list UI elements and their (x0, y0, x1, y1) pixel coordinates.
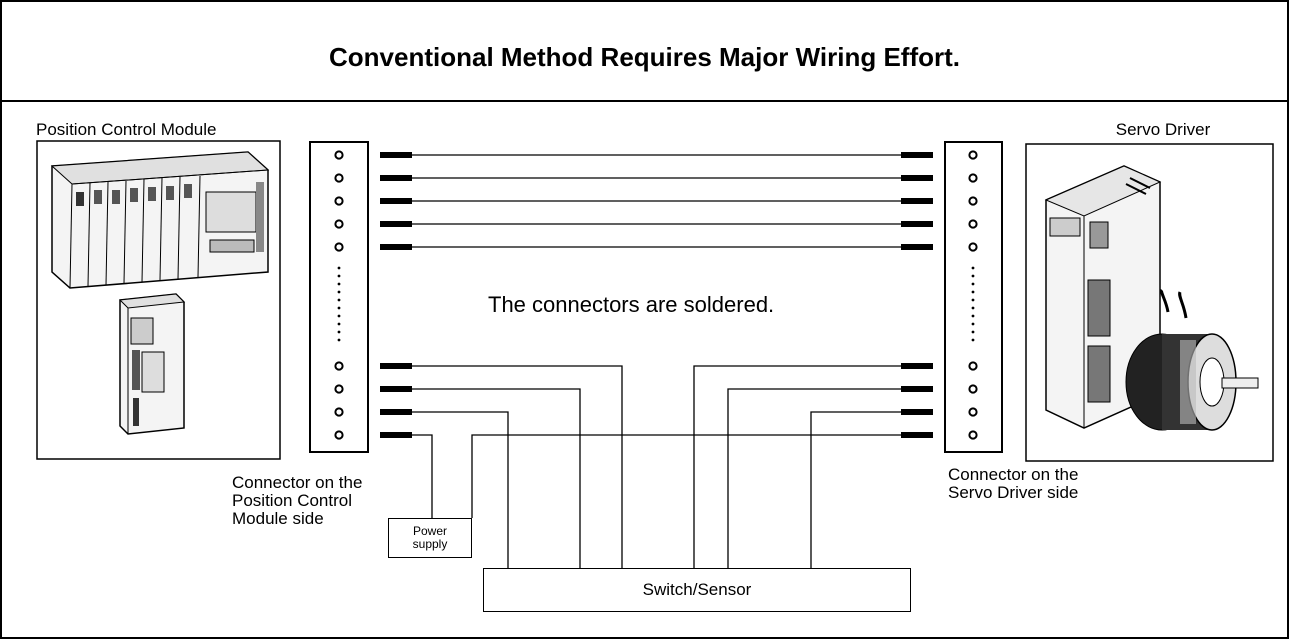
right-connector-label-line: Servo Driver side (948, 483, 1079, 502)
plc-module (118, 293, 186, 435)
solder-plug (380, 363, 412, 369)
right-terminal-pins (968, 150, 978, 440)
power-supply-label-line: Power (412, 524, 447, 538)
right-terminal-strip (944, 141, 1003, 453)
ellipsis-dot (337, 266, 341, 270)
ellipsis-dot (971, 314, 975, 318)
terminal-pin (968, 150, 978, 160)
terminal-pin (968, 430, 978, 440)
solder-plug (380, 432, 412, 438)
terminal-pin (968, 196, 978, 206)
solder-plug (380, 175, 412, 181)
routed-wire (693, 365, 901, 568)
ellipsis-dot (337, 274, 341, 278)
solder-plug (901, 198, 933, 204)
routed-wire (412, 434, 433, 518)
ellipsis-dot (971, 298, 975, 302)
diagram-title: Conventional Method Requires Major Wirin… (329, 42, 960, 72)
ellipsis-dot (971, 274, 975, 278)
ellipsis-dot (337, 290, 341, 294)
routed-wire (727, 388, 901, 568)
terminal-pin (334, 173, 344, 183)
switch-sensor-box: Switch/Sensor (483, 568, 911, 612)
solder-plug (901, 244, 933, 250)
solder-plug (901, 409, 933, 415)
servo-motor (1125, 288, 1259, 431)
ellipsis-dot (971, 282, 975, 286)
ellipsis-dot (337, 306, 341, 310)
ellipsis-dot (971, 322, 975, 326)
ellipsis-dot (337, 338, 341, 342)
solder-plug (380, 152, 412, 158)
power-supply-box: Power supply (388, 518, 472, 558)
ellipsis-dot (971, 338, 975, 342)
left-connector-label-line: Position Control (232, 491, 353, 510)
solder-plug (901, 175, 933, 181)
soldered-note: The connectors are soldered. (488, 292, 775, 317)
routed-wire (412, 388, 581, 568)
power-supply-label-line: supply (412, 537, 448, 551)
terminal-pin (334, 361, 344, 371)
plc-rack (50, 151, 270, 289)
routed-wire (810, 411, 901, 568)
terminal-pin (968, 407, 978, 417)
routed-wire (412, 411, 509, 568)
position-control-module-label: Position Control Module (36, 120, 217, 139)
switch-sensor-label: Switch/Sensor (642, 580, 752, 599)
routed-wire (471, 434, 901, 518)
right-connector-label-line: Connector on the (948, 465, 1079, 484)
terminal-pin (968, 219, 978, 229)
ellipsis-dot (971, 290, 975, 294)
right-connector-label: Connector on the Servo Driver side (948, 466, 1078, 502)
solder-plug (380, 409, 412, 415)
terminal-pin (334, 407, 344, 417)
left-connector-label-line: Connector on the (232, 473, 363, 492)
left-connector-label: Connector on the Position Control Module… (232, 474, 362, 528)
position-control-module-image (36, 140, 281, 460)
terminal-pin (334, 150, 344, 160)
terminal-pin (334, 430, 344, 440)
solder-plug (380, 386, 412, 392)
left-connector-label-line: Module side (232, 509, 324, 528)
ellipsis-dot (337, 330, 341, 334)
solder-plug (380, 198, 412, 204)
ellipsis-dot (337, 282, 341, 286)
terminal-pin (968, 361, 978, 371)
terminal-pin (334, 384, 344, 394)
left-terminal-strip (309, 141, 369, 453)
terminal-pin (334, 196, 344, 206)
terminal-pin (334, 242, 344, 252)
servo-driver-image (1025, 143, 1274, 462)
ellipsis-dot (337, 314, 341, 318)
solder-plug (380, 221, 412, 227)
servo-driver-label: Servo Driver (1115, 120, 1211, 139)
routed-wire (412, 365, 623, 568)
ellipsis-dot (971, 330, 975, 334)
terminal-pin (968, 384, 978, 394)
wires (412, 154, 901, 568)
solder-plug (901, 432, 933, 438)
solder-plug (901, 386, 933, 392)
terminal-pin (334, 219, 344, 229)
ellipsis-dot (337, 298, 341, 302)
solder-plug (901, 152, 933, 158)
terminal-pin (968, 173, 978, 183)
solder-plug (901, 363, 933, 369)
ellipsis-dot (337, 322, 341, 326)
ellipsis-dot (971, 266, 975, 270)
solder-plug (901, 221, 933, 227)
solder-plugs (380, 152, 933, 438)
left-terminal-pins (334, 150, 344, 440)
ellipsis-dot (971, 306, 975, 310)
solder-plug (380, 244, 412, 250)
terminal-pin (968, 242, 978, 252)
